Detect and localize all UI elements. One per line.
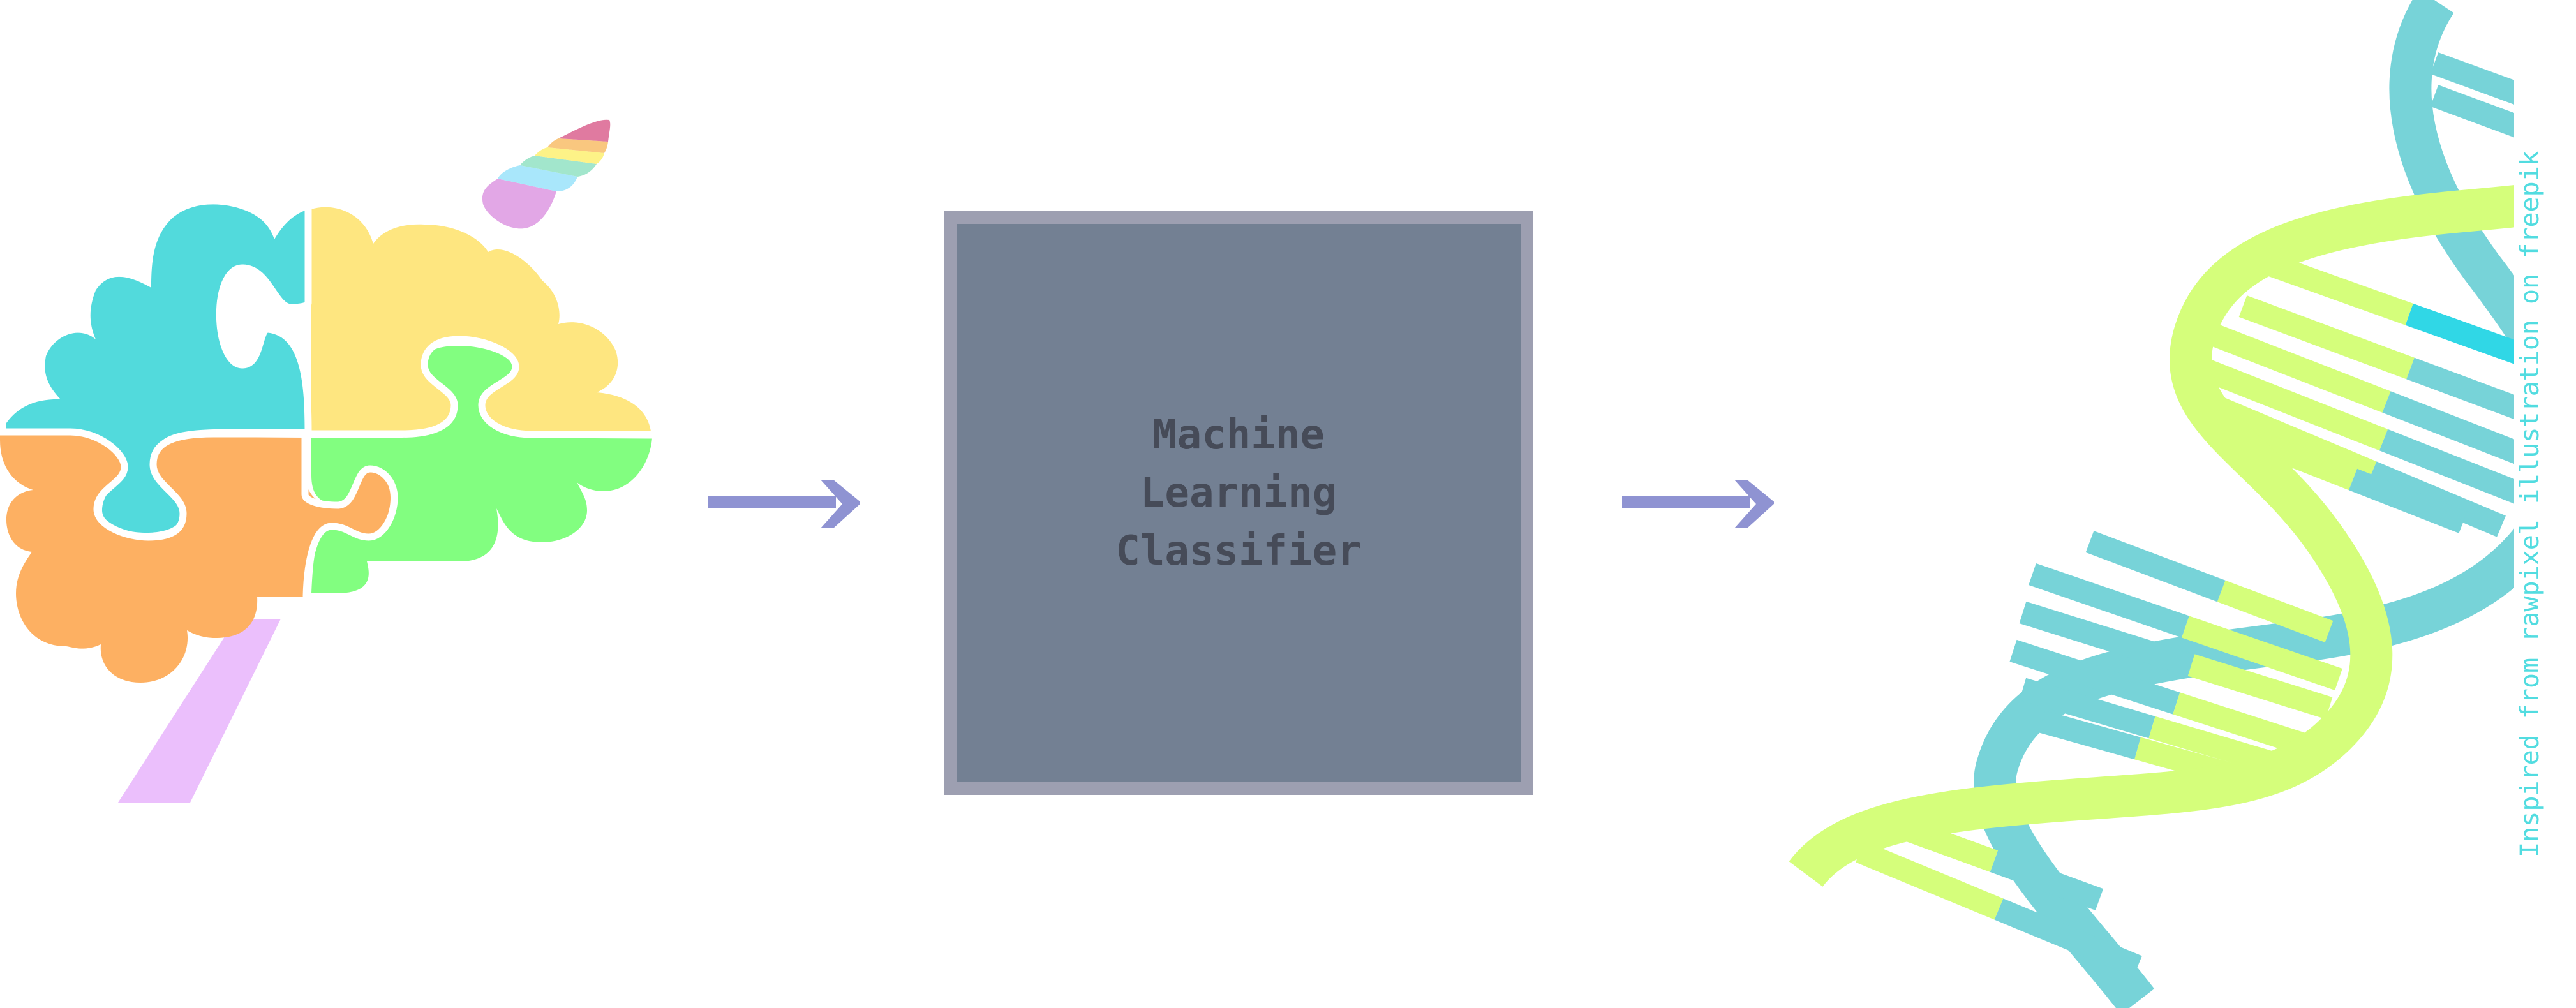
classifier-box: Machine Learning Classifier: [944, 211, 1533, 795]
classifier-box-inner: Machine Learning Classifier: [957, 224, 1521, 782]
arrow-right-icon: [708, 480, 860, 528]
classifier-label: Machine Learning Classifier: [1115, 411, 1362, 575]
dna-rung: [2210, 324, 2391, 413]
dna-strand-lime: [1789, 185, 2514, 887]
dna-rung: [2200, 359, 2388, 451]
dna-rung: [2382, 391, 2514, 464]
dna-helix-icon: [1789, 0, 2514, 1008]
dna-rung: [2367, 461, 2506, 537]
credit-text: Inspired from rawpixel illustration on f…: [2515, 151, 2545, 857]
dna-rung: [2238, 295, 2415, 380]
dna-rung: [2182, 616, 2342, 691]
dna-rung: [2187, 654, 2333, 720]
dna-rung: [2406, 357, 2514, 420]
dna-rung: [2379, 429, 2514, 504]
dna-rung: [2085, 531, 2226, 602]
dna-rung: [2405, 303, 2514, 364]
dna-rung: [2029, 563, 2189, 638]
dna-rung: [1990, 850, 2104, 910]
unicorn-brain-puzzle-icon: [0, 119, 655, 803]
dna-rung: [2039, 710, 2141, 760]
dna-rung: [1994, 898, 2142, 977]
dna-rung: [2430, 52, 2514, 105]
dna-rung: [2430, 85, 2514, 138]
dna-rung: [2173, 692, 2314, 758]
dna-rung: [2348, 468, 2468, 533]
arrow-right-icon: [1622, 480, 1774, 528]
dna-rung: [2019, 678, 2155, 739]
brain-piece-yellow: [305, 207, 651, 431]
unicorn-horn: [482, 119, 611, 229]
dna-rung: [2217, 580, 2334, 642]
dna-rung: [2019, 601, 2195, 676]
brain-stem: [118, 619, 281, 803]
dna-rung: [1856, 841, 2004, 920]
brain-piece-cyan: [6, 204, 306, 533]
brain-piece-green: [311, 346, 652, 593]
dna-rung: [2009, 639, 2180, 715]
puzzle-seams: [0, 207, 655, 597]
